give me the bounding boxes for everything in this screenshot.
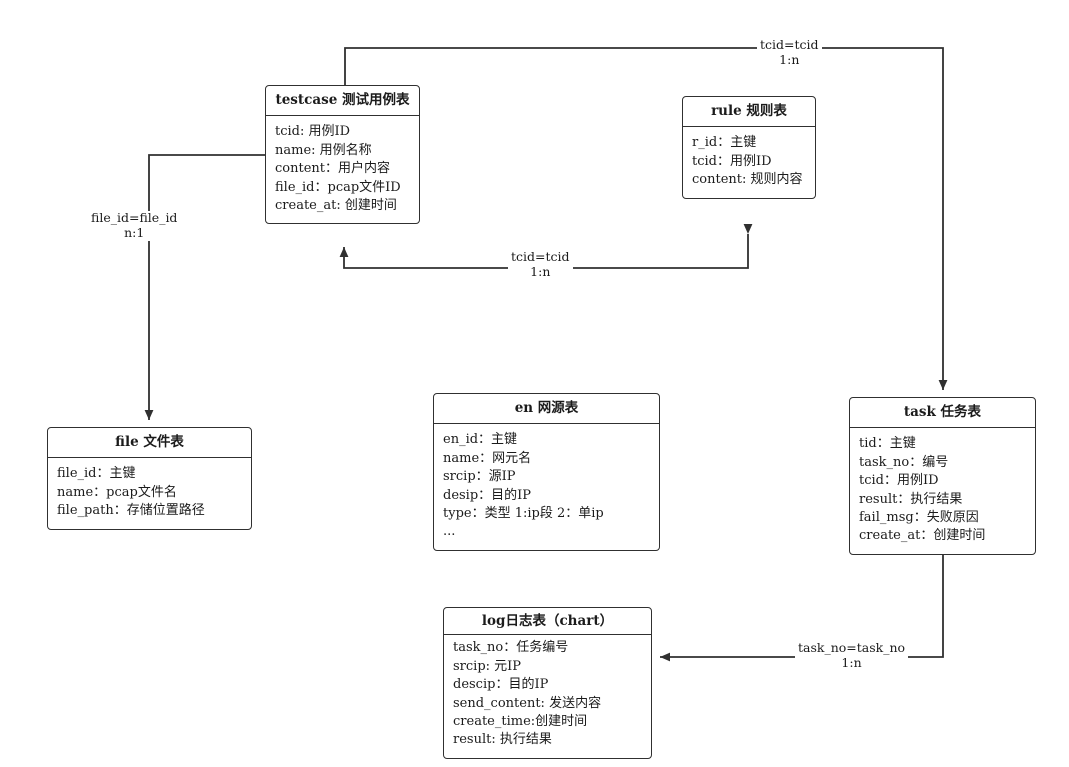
edge-label-rule-testcase: tcid=tcid 1:n <box>508 249 573 280</box>
entity-log-title: log日志表（chart） <box>444 608 651 636</box>
edge-label-testcase-file: file_id=file_id n:1 <box>88 210 181 241</box>
field: task_no：编号 <box>859 454 949 470</box>
field: result: 执行结果 <box>453 732 552 748</box>
field: name：网元名 <box>443 450 532 466</box>
edge-cardinality: 1:n <box>779 51 800 67</box>
edge-cardinality: n:1 <box>124 224 145 240</box>
entity-log[interactable]: log日志表（chart） task_no：任务编号 srcip: 元IP de… <box>443 607 652 759</box>
edge-relation: task_no=task_no <box>798 640 906 655</box>
field: descip：目的IP <box>453 677 549 693</box>
field: create_at：创建时间 <box>859 528 986 544</box>
connector-testcase-file <box>144 154 265 420</box>
entity-task[interactable]: task 任务表 tid：主键 task_no：编号 tcid：用例ID res… <box>849 397 1036 555</box>
field: file_path：存储位置路径 <box>57 503 205 519</box>
field: content：用户内容 <box>275 161 390 177</box>
field: name: 用例名称 <box>275 142 372 158</box>
field: tcid: 用例ID <box>275 124 351 140</box>
field: en_id：主键 <box>443 432 518 448</box>
field: result：执行结果 <box>859 491 963 507</box>
field: file_id：主键 <box>57 466 136 482</box>
edge-cardinality: 1:n <box>841 654 862 670</box>
entity-file-title: file 文件表 <box>48 428 251 459</box>
connector-testcase-task <box>344 47 948 390</box>
edge-label-testcase-task: tcid=tcid 1:n <box>757 37 822 68</box>
field: content: 规则内容 <box>692 172 803 188</box>
field: tid：主键 <box>859 436 916 452</box>
field: desip：目的IP <box>443 487 532 503</box>
edge-cardinality: 1:n <box>530 263 551 279</box>
edge-relation: tcid=tcid <box>511 249 570 264</box>
entity-rule[interactable]: rule 规则表 r_id：主键 tcid：用例ID content: 规则内容 <box>682 96 816 199</box>
entity-testcase[interactable]: testcase 测试用例表 tcid: 用例ID name: 用例名称 con… <box>265 85 420 225</box>
entity-en-title: en 网源表 <box>434 394 659 425</box>
field: tcid：用例ID <box>859 473 939 489</box>
field: name：pcap文件名 <box>57 484 177 500</box>
entity-en-fields: en_id：主键 name：网元名 srcip：源IP desip：目的IP t… <box>434 424 659 550</box>
field: file_id：pcap文件ID <box>275 179 401 195</box>
entity-en[interactable]: en 网源表 en_id：主键 name：网元名 srcip：源IP desip… <box>433 393 660 551</box>
field: srcip：源IP <box>443 469 516 485</box>
field: tcid：用例ID <box>692 153 772 169</box>
entity-task-fields: tid：主键 task_no：编号 tcid：用例ID result：执行结果 … <box>850 428 1035 554</box>
entity-rule-title: rule 规则表 <box>683 97 815 128</box>
entity-log-fields: task_no：任务编号 srcip: 元IP descip：目的IP send… <box>444 635 651 758</box>
entity-file[interactable]: file 文件表 file_id：主键 name：pcap文件名 file_pa… <box>47 427 252 530</box>
field: r_id：主键 <box>692 135 757 151</box>
edge-relation: file_id=file_id <box>91 210 178 225</box>
field: ... <box>443 524 456 540</box>
field: task_no：任务编号 <box>453 640 569 656</box>
entity-file-fields: file_id：主键 name：pcap文件名 file_path：存储位置路径 <box>48 458 251 528</box>
field: fail_msg：失败原因 <box>859 510 979 525</box>
edge-relation: tcid=tcid <box>760 37 819 52</box>
entity-task-title: task 任务表 <box>850 398 1035 429</box>
field: create_time:创建时间 <box>453 714 588 729</box>
field: srcip: 元IP <box>453 658 522 674</box>
field: create_at: 创建时间 <box>275 198 397 213</box>
entity-testcase-fields: tcid: 用例ID name: 用例名称 content：用户内容 file_… <box>266 116 419 223</box>
entity-rule-fields: r_id：主键 tcid：用例ID content: 规则内容 <box>683 127 815 197</box>
entity-testcase-title: testcase 测试用例表 <box>266 86 419 117</box>
field: send_content: 发送内容 <box>453 695 602 711</box>
edge-label-task-log: task_no=task_no 1:n <box>795 640 909 671</box>
field: type：类型 1:ip段 2：单ip <box>443 506 604 521</box>
